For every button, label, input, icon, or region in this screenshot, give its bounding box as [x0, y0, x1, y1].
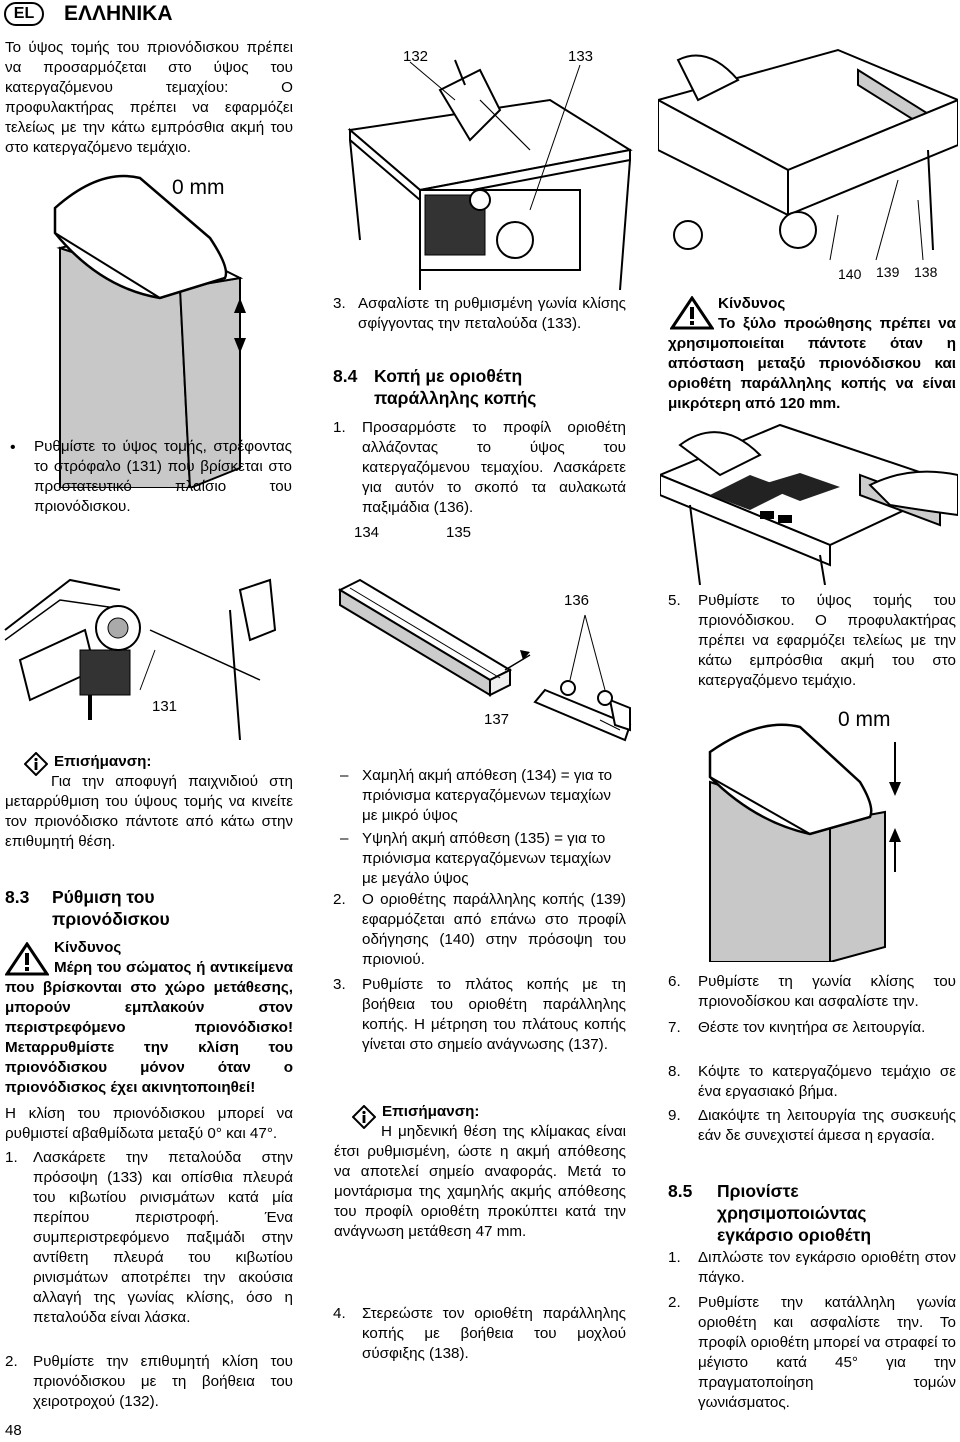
- page-number: 48: [5, 1422, 22, 1439]
- step-text: Κόψτε το κατεργαζόμενο τεμάχιο σε ένα ερ…: [698, 1063, 956, 1100]
- step-number: 2.: [668, 1294, 681, 1311]
- crank-figure: [4, 578, 277, 740]
- step-number: 9.: [668, 1107, 681, 1124]
- dash-item: Χαμηλή ακμή απόθεση (134) = για το πριόν…: [362, 767, 613, 824]
- fence-profile-figure: [337, 578, 632, 742]
- label-133: 133: [568, 48, 594, 65]
- section-number: 8.4: [333, 366, 358, 386]
- note-text: Για την αποφυγή παιχνιδιού στη μεταρρύθμ…: [5, 773, 293, 850]
- step-number: 1.: [5, 1149, 18, 1166]
- step-number: 3.: [333, 976, 346, 993]
- saw-table-figure: [347, 59, 633, 290]
- danger-title: Κίνδυνος: [54, 939, 122, 956]
- intro-text: Το ύψος τομής του πριονόδισκου πρέπει να…: [5, 39, 293, 156]
- step-text: Ρυθμίστε το ύψος τομής του πριονόδισκου.…: [698, 592, 956, 689]
- step-text: Στερεώστε τον οριοθέτη παράλληλης κοπής …: [362, 1305, 626, 1362]
- step-text: Ρυθμίστε την επιθυμητή κλίση του πριονόδ…: [33, 1353, 293, 1410]
- blade-guard-figure: [708, 723, 901, 962]
- step-text: Προσαρμόστε το προφίλ οριοθέτη αλλάζοντα…: [362, 419, 626, 516]
- warning-icon: [670, 296, 714, 330]
- bullet-dot: •: [10, 439, 16, 456]
- label-135: 135: [446, 524, 472, 541]
- step-text: Λασκάρετε την πεταλούδα στην πρόσοψη (13…: [33, 1149, 293, 1326]
- dash-marker: –: [340, 767, 349, 784]
- danger-text: Το ξύλο προώθησης πρέπει να χρησιμοποιεί…: [668, 315, 956, 412]
- step-text: Διπλώστε τον εγκάρσιο οριοθέτη στον πάγκ…: [698, 1249, 956, 1286]
- language-title: ΕΛΛΗΝΙΚΑ: [64, 2, 173, 25]
- dash-item: Υψηλή ακμή απόθεση (135) = για το πριόνι…: [362, 830, 612, 887]
- info-icon: [24, 752, 48, 776]
- note-text: Η μηδενική θέση της κλίμακας είναι έτσι …: [334, 1123, 626, 1240]
- danger-title: Κίνδυνος: [718, 295, 786, 312]
- section-number: 8.5: [668, 1181, 693, 1201]
- step-number: 6.: [668, 973, 681, 990]
- step-text: Θέστε τον κινητήρα σε λειτουργία.: [698, 1019, 926, 1036]
- label-138: 138: [914, 264, 938, 280]
- label-139: 139: [876, 264, 900, 280]
- note-title: Επισήμανση:: [382, 1103, 480, 1120]
- dash-marker: –: [340, 830, 349, 847]
- section-number: 8.3: [5, 887, 30, 907]
- step-number: 5.: [668, 592, 681, 609]
- blade-guard-figure: [53, 174, 246, 488]
- section-title: Κοπή με οριοθέτη παράλληλης κοπής: [374, 366, 537, 408]
- zero-mm-label: 0 mm: [838, 708, 891, 731]
- step-number: 1.: [668, 1249, 681, 1266]
- step-number: 3.: [333, 295, 346, 312]
- step-number: 4.: [333, 1305, 346, 1322]
- section-title: Πριονίστε χρησιμοποιώντας εγκάρσιο οριοθ…: [717, 1181, 872, 1245]
- step-number: 8.: [668, 1063, 681, 1080]
- step-text: Ρυθμίστε το πλάτος κοπής με τη βοήθεια τ…: [362, 976, 626, 1053]
- zero-mm-label: 0 mm: [172, 176, 225, 199]
- step-text: Διακόψτε τη λειτουργία της συσκευής εάν …: [698, 1107, 956, 1144]
- rip-fence-figure: [658, 48, 958, 261]
- info-icon: [352, 1105, 376, 1129]
- step-text: Ασφαλίστε τη ρυθμισμένη γωνία κλίσης σφί…: [358, 295, 626, 332]
- label-136: 136: [564, 592, 590, 609]
- step-number: 1.: [333, 419, 346, 436]
- note-title: Επισήμανση:: [54, 753, 152, 770]
- label-131: 131: [152, 698, 178, 715]
- label-134: 134: [354, 524, 380, 541]
- bullet-text: Ρυθμίστε το ύψος τομής, στρέφοντας το στ…: [34, 438, 292, 515]
- push-stick-figure: [660, 423, 958, 585]
- danger-text: Μέρη του σώματος ή αντικείμενα που βρίσκ…: [5, 959, 293, 1096]
- language-badge: EL: [4, 2, 44, 26]
- warning-icon: [5, 942, 49, 976]
- step-text: Ο οριοθέτης παράλληλης κοπής (139) εφαρμ…: [362, 891, 626, 968]
- section-title: Ρύθμιση του πριονόδισκου: [52, 887, 170, 929]
- label-132: 132: [403, 48, 429, 65]
- label-140: 140: [838, 266, 862, 282]
- step-number: 2.: [333, 891, 346, 908]
- step-number: 7.: [668, 1019, 681, 1036]
- tilt-text: Η κλίση του πριονόδισκου μπορεί να ρυθμι…: [5, 1105, 293, 1142]
- step-text: Ρυθμίστε την κατάλληλη γωνία οριοθέτη κα…: [698, 1294, 956, 1411]
- step-text: Ρυθμίστε τη γωνία κλίσης του πριονοδίσκο…: [698, 973, 956, 1010]
- step-number: 2.: [5, 1353, 18, 1370]
- label-137: 137: [484, 711, 510, 728]
